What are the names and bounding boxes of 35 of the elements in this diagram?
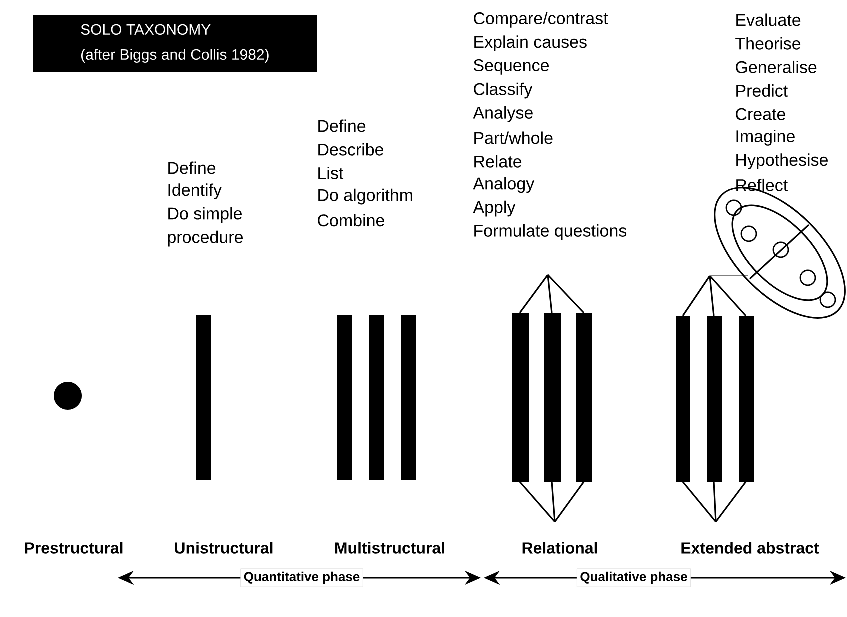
verb-text: Hypothesise — [736, 154, 828, 170]
verb-text: Analyse — [473, 106, 533, 122]
verb-text: Define — [168, 162, 216, 174]
verb-text: Explain causes — [474, 36, 587, 52]
verb-text: Classify — [474, 82, 533, 99]
phase-label: Qualitative phase — [576, 568, 692, 588]
verb-text: Theorise — [736, 37, 801, 50]
verb-text: Identify — [168, 184, 222, 200]
verb-text: Imagine — [736, 130, 795, 146]
verb-text: Describe — [318, 143, 384, 156]
verb-text: Evaluate — [736, 14, 801, 26]
level-name: Prestructural — [25, 542, 123, 554]
verb-text: Define — [318, 120, 366, 132]
verb-text: Reflect — [736, 178, 788, 192]
level-name: Relational — [522, 542, 598, 554]
level-name: Multistructural — [336, 542, 444, 554]
verb-text: Formulate questions — [474, 224, 627, 240]
verb-text: Do algorithm — [318, 188, 412, 205]
verb-text: Predict — [736, 84, 788, 98]
verb-text: Create — [736, 108, 786, 120]
verb-text: Sequence — [474, 60, 549, 75]
verb-text: Part/whole — [474, 132, 553, 144]
verb-text: Analogy — [473, 177, 535, 194]
verb-text: Relate — [474, 155, 522, 168]
verb-text: Apply — [473, 200, 516, 217]
level-name: Extended abstract — [682, 542, 820, 554]
level-name: Unistructural — [175, 542, 273, 554]
verb-text: Combine — [318, 214, 384, 227]
verb-text: List — [318, 166, 344, 180]
verb-text: Compare/contrast — [474, 12, 608, 28]
verb-text: Do simple — [168, 207, 242, 224]
phase-label: Quantitative phase — [240, 568, 364, 588]
title-box: SOLO TAXONOMY (after Biggs and Collis 1982) — [33, 15, 318, 72]
verb-text: procedure — [168, 230, 243, 247]
verb-text: Generalise — [736, 60, 817, 74]
